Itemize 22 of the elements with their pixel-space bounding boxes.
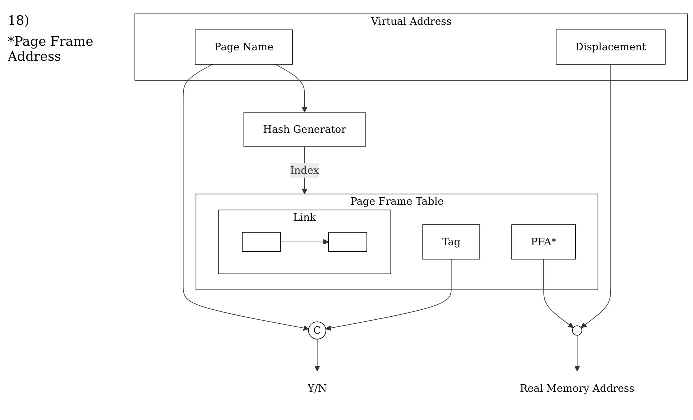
node-box bbox=[328, 232, 368, 252]
node-box: Hash Generator bbox=[244, 112, 366, 148]
node-text: Y/N bbox=[308, 382, 328, 394]
arrow bbox=[574, 335, 580, 372]
node-circle bbox=[572, 326, 583, 336]
arrow bbox=[544, 259, 574, 328]
node-box: Tag bbox=[422, 224, 480, 260]
node-circle: C bbox=[308, 322, 326, 340]
node-box: PFA* bbox=[512, 224, 576, 260]
arrow bbox=[280, 239, 330, 245]
node-box: Displacement bbox=[556, 30, 666, 65]
node-text: Real Memory Address bbox=[520, 382, 635, 394]
node-box: Page Name bbox=[195, 30, 294, 65]
edge-label: Index bbox=[290, 164, 320, 176]
node-box bbox=[242, 232, 282, 252]
note-text: *Page Frame Address bbox=[8, 35, 95, 65]
arrow bbox=[326, 259, 452, 331]
note-text: 18) bbox=[8, 14, 31, 29]
arrow bbox=[581, 64, 612, 328]
arrow bbox=[314, 339, 320, 372]
cluster: Link bbox=[218, 210, 392, 274]
arrow bbox=[275, 64, 308, 113]
